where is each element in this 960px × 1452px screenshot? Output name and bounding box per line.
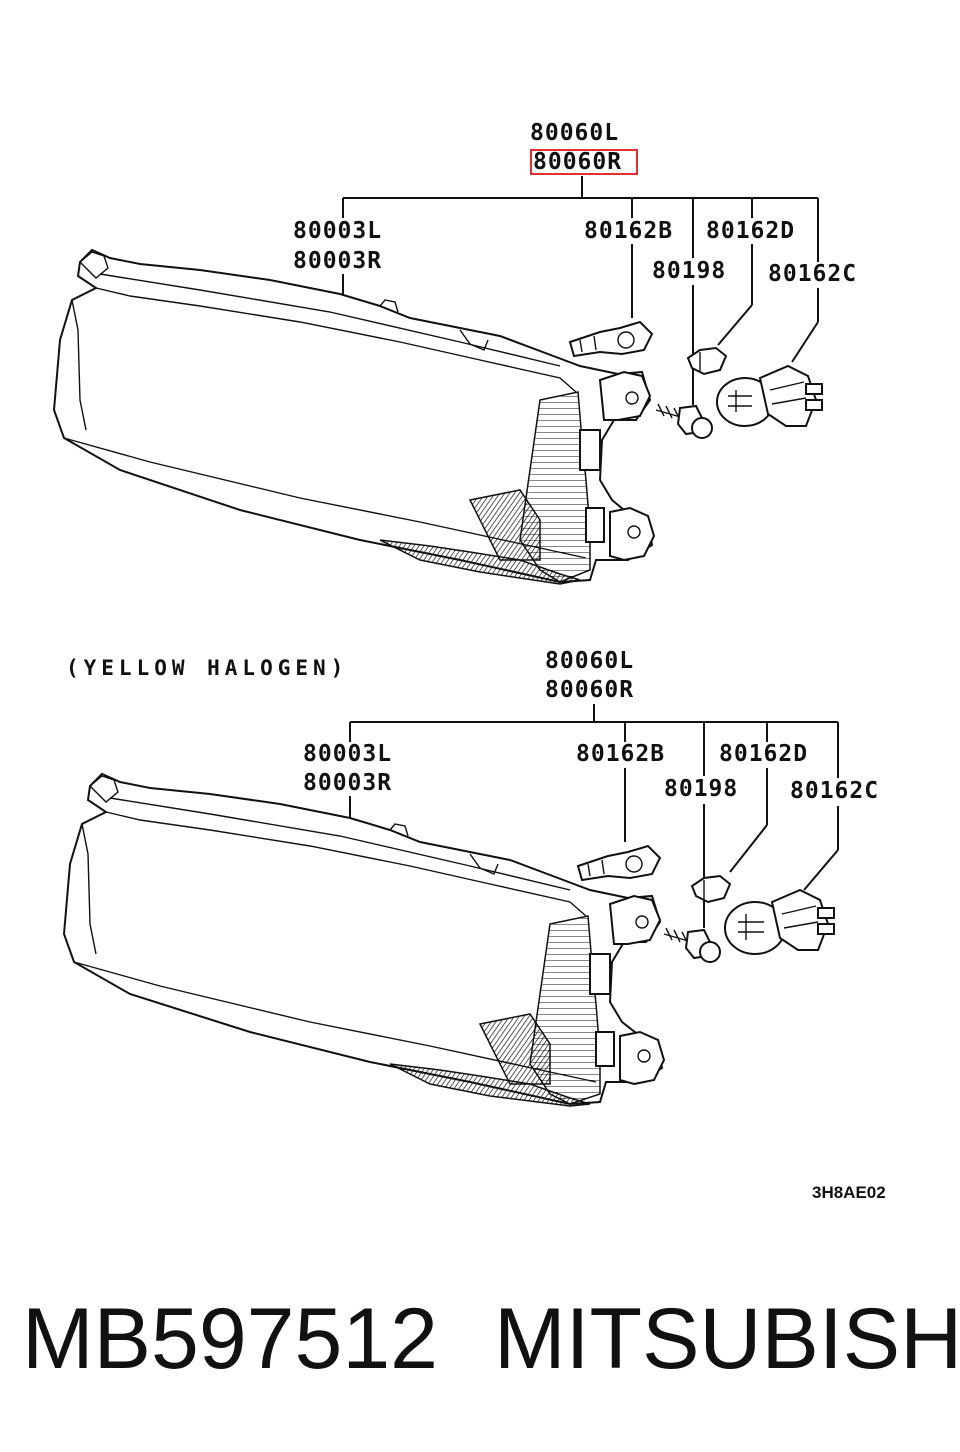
highlight-box xyxy=(530,149,638,175)
lower-screw xyxy=(663,927,721,963)
lower-bulb-d xyxy=(690,874,732,904)
lower-screw-label: 80198 xyxy=(664,776,738,802)
upper-bulb-c xyxy=(716,364,823,427)
upper-screw-label: 80198 xyxy=(652,258,726,284)
footer: MB597512 MITSUBISHI xyxy=(0,1290,960,1400)
upper-assembly: 80060L 80060R 80003L 80003R 80162B 80162… xyxy=(52,120,857,585)
lower-caption: (YELLOW HALOGEN) xyxy=(66,656,348,680)
upper-assembly-right-label: 80060R xyxy=(533,149,622,175)
upper-bulb-b-label: 80162B xyxy=(584,218,673,244)
upper-bulb-d-label: 80162D xyxy=(706,218,795,244)
brand-name: MITSUBISHI xyxy=(494,1291,960,1387)
upper-headlamp xyxy=(52,248,656,585)
upper-screw xyxy=(655,403,713,439)
lower-housing-left-label: 80003L xyxy=(303,741,392,767)
lower-bulb-b-label: 80162B xyxy=(576,741,665,767)
lower-housing-right-label: 80003R xyxy=(303,770,392,796)
upper-bulb-d xyxy=(686,346,728,376)
upper-assembly-left-label: 80060L xyxy=(530,120,619,146)
lower-headlamp xyxy=(62,772,666,1107)
upper-housing-right-label: 80003R xyxy=(293,248,382,274)
diagram-code: 3H8AE02 xyxy=(812,1183,886,1202)
lower-leader-lines xyxy=(349,704,839,928)
lower-assembly: (YELLOW HALOGEN) 80060L 80060R 80003L 80… xyxy=(62,648,879,1107)
lower-assembly-right-label: 80060R xyxy=(545,677,634,703)
lower-bulb-c xyxy=(724,888,835,955)
lower-assembly-left-label: 80060L xyxy=(545,648,634,674)
lower-bulb-d-label: 80162D xyxy=(719,741,808,767)
upper-housing-left-label: 80003L xyxy=(293,218,382,244)
lower-bulb-c-label: 80162C xyxy=(790,778,879,804)
upper-bulb-c-label: 80162C xyxy=(768,261,857,287)
upper-bulb-b xyxy=(568,320,654,358)
part-number: MB597512 xyxy=(22,1291,438,1387)
lower-bulb-b xyxy=(576,844,662,882)
